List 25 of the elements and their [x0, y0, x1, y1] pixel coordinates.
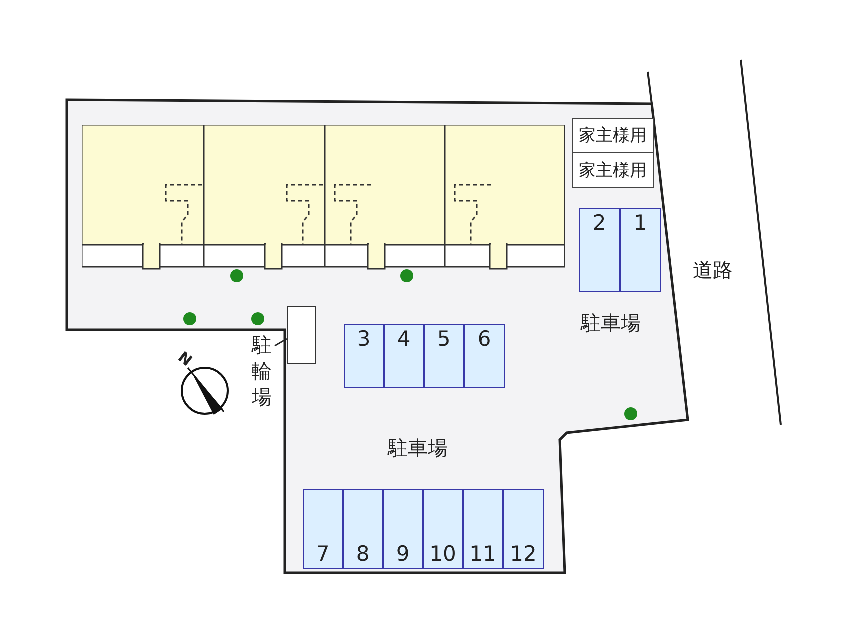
bicycle-shed	[287, 306, 316, 364]
road-label: 道路	[693, 257, 733, 284]
apartment-unit	[82, 125, 204, 270]
reserved-space: 家主様用	[572, 118, 654, 153]
area-label: 駐輪場	[249, 332, 275, 418]
apartment-unit	[325, 125, 445, 270]
apartment-unit	[445, 125, 565, 270]
leader-line	[274, 338, 288, 347]
parking-space: 3	[344, 324, 384, 388]
compass-letter: N	[174, 348, 196, 370]
parking-space: 1	[620, 208, 661, 292]
parking-space: 2	[579, 208, 620, 292]
apartment-unit	[204, 125, 325, 270]
parking-space: 11	[463, 489, 503, 569]
parking-space: 7	[303, 489, 343, 569]
reserved-space: 家主様用	[572, 152, 654, 188]
area-label: 駐車場	[388, 435, 448, 462]
area-label: 駐車場	[581, 310, 641, 337]
parking-space: 5	[424, 324, 464, 388]
parking-space: 12	[503, 489, 544, 569]
parking-space: 6	[464, 324, 505, 388]
parking-space: 8	[343, 489, 383, 569]
parking-space: 10	[423, 489, 463, 569]
parking-space: 4	[384, 324, 424, 388]
parking-space: 9	[383, 489, 423, 569]
